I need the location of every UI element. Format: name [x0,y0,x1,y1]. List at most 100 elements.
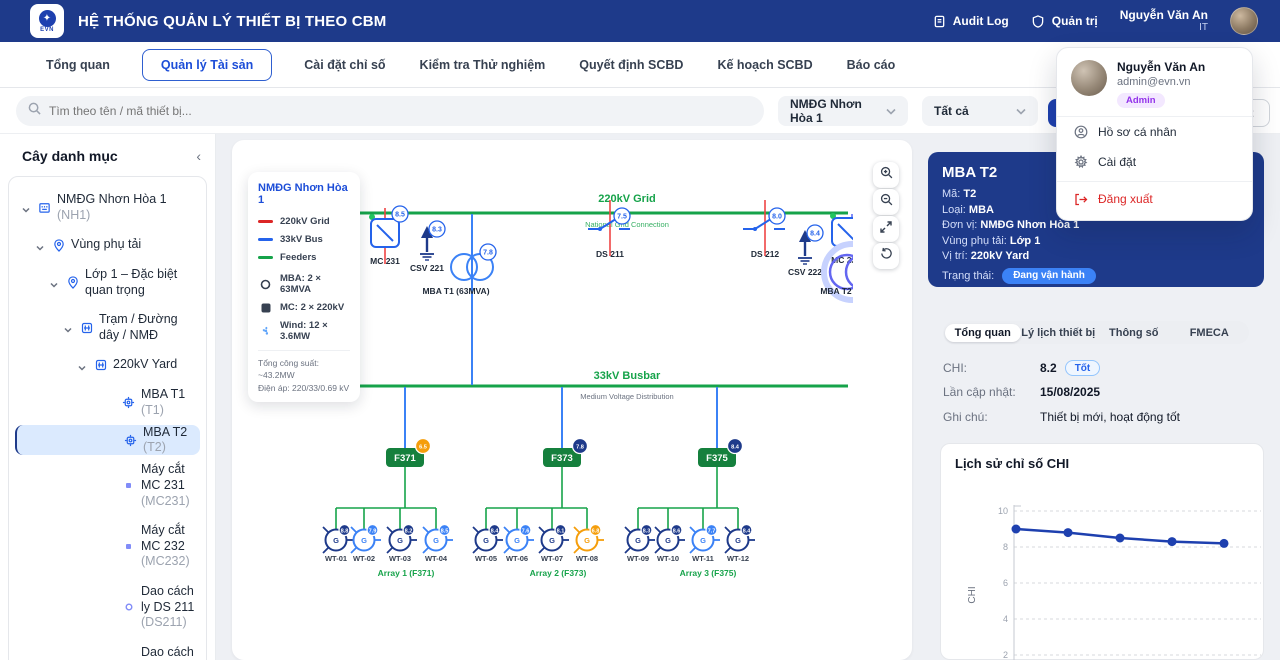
nav-tab[interactable]: Cài đặt chỉ số [304,57,386,72]
zoom-in-button[interactable] [873,162,899,188]
node-mba-t2[interactable]: MBA T2 [820,241,880,303]
zoom-in-icon [880,166,893,184]
tree-item[interactable]: Máy cắt MC 232 (MC232) [15,516,200,577]
detail-tab[interactable]: Thông số [1109,326,1159,339]
dot-icon [121,482,136,489]
chevron-down-icon[interactable] [49,277,60,288]
tree-item[interactable]: NMĐG Nhơn Hòa 1 (NH1) [15,185,200,230]
collapse-sidebar-button[interactable]: ‹ [196,148,201,164]
node-wt-01[interactable]: G8.8WT-01 [322,523,353,564]
node-ds-212[interactable]: 8.0DS 212 [743,200,786,259]
zoom-out-button[interactable] [873,189,899,215]
nav-tab[interactable]: Báo cáo [846,57,896,72]
chevron-down-icon[interactable] [77,360,88,371]
status-badge: Đang vận hành [1002,267,1096,284]
wind-icon [258,325,273,337]
nav-tab[interactable]: Quản lý Tài sản [141,48,273,81]
app-header: ✦ EVN HỆ THỐNG QUẢN LÝ THIẾT BỊ THEO CBM… [0,0,1280,42]
menu-user-name: Nguyễn Văn An [1117,60,1206,74]
svg-text:8: 8 [1003,542,1008,552]
svg-text:7.8: 7.8 [576,444,584,450]
tree-item[interactable]: Trạm / Đường dây / NMĐ [15,305,200,350]
svg-text:G: G [700,536,706,545]
menu-item[interactable]: Hồ sơ cá nhân [1057,117,1252,147]
svg-text:7.7: 7.7 [708,528,716,534]
fullscreen-button[interactable] [873,216,899,242]
fullscreen-icon [880,220,892,238]
reset-button[interactable] [873,243,899,269]
node-wt-08[interactable]: G6.8WT-08 [573,523,604,564]
node-wt-10[interactable]: G8.6WT-10 [654,523,685,564]
tree-item[interactable]: Lớp 1 – Đặc biệt quan trọng [15,260,200,305]
svg-text:MBA T2: MBA T2 [820,286,852,296]
svg-text:G: G [635,536,641,545]
legend-label: Feeders [280,252,317,263]
equipment-title: MBA T2 [942,164,998,181]
plant-icon [37,201,52,214]
legend-entry: MC: 2 × 220kV [258,302,350,313]
tree-item[interactable]: MBA T2 (T2) [15,425,200,456]
nav-tab[interactable]: Kế hoạch SCBD [717,57,813,72]
legend-swatch [258,219,273,224]
tree-item[interactable]: Vùng phụ tải [15,230,200,260]
node-mc-232[interactable]: MC 232 [830,213,861,265]
nav-tab[interactable]: Quyết định SCBD [579,57,684,72]
busbar-sublabel: Medium Voltage Distribution [580,392,673,401]
tree-item[interactable]: Dao cách ly DS 211 (DS211) [15,577,200,638]
node-wt-12[interactable]: G8.4WT-12 [724,523,755,564]
detail-tab[interactable]: Tổng quan [945,323,1021,342]
detail-info-row: CHI: 8.2 Tốt [943,360,1263,376]
node-wt-04[interactable]: G8.5WT-04 [422,523,453,564]
node-wt-09[interactable]: G8.3WT-09 [624,523,655,564]
legend-swatch [258,255,273,260]
tree-item[interactable]: MBA T1 (T1) [15,380,200,425]
tree-item[interactable]: 220kV Yard [15,350,200,380]
svg-text:WT-03: WT-03 [389,554,411,563]
nav-tab[interactable]: Tổng quan [46,57,110,72]
node-wt-03[interactable]: G8.2WT-03 [386,523,417,564]
plant-filter-select[interactable]: NMĐG Nhơn Hòa 1 [778,95,908,126]
node-ds-211[interactable]: 7.5DS 211 [588,200,631,259]
type-filter-select[interactable]: Tất cả [922,95,1038,126]
menu-item[interactable]: Cài đặt [1057,147,1252,177]
svg-text:2: 2 [1003,650,1008,660]
avatar[interactable] [1230,7,1258,35]
node-wt-02[interactable]: G7.9WT-02 [350,523,381,564]
search-input[interactable] [49,103,752,118]
node-wt-11[interactable]: G7.7WT-11 [689,523,720,564]
audit-log-label: Audit Log [952,14,1009,28]
audit-log-button[interactable]: Audit Log [932,14,1009,28]
detail-tab[interactable]: Lý lịch thiết bị [1021,326,1096,339]
tree-item-label: Máy cắt MC 231 (MC231) [141,462,190,508]
svg-text:G: G [584,536,590,545]
ring-icon [121,603,136,611]
node-wt-07[interactable]: G8.1WT-07 [538,523,569,564]
pin-icon [51,238,66,252]
chevron-down-icon[interactable] [35,240,46,251]
tree-item-label: Vùng phụ tải [71,237,142,252]
node-mc-231[interactable]: 8.5MC 231 [369,205,409,266]
node-wt-06[interactable]: G7.6WT-06 [503,523,534,564]
admin-button[interactable]: Quản trị [1031,14,1098,28]
chevron-down-icon[interactable] [63,322,74,333]
menu-item[interactable]: Đăng xuất [1057,181,1252,214]
svg-text:7.8: 7.8 [483,249,493,256]
legend-entry: 220kV Grid [258,216,350,227]
chevron-down-icon[interactable] [21,202,32,213]
svg-text:WT-10: WT-10 [657,554,679,563]
legend-title: NMĐG Nhơn Hòa 1 [258,182,348,206]
node-wt-05[interactable]: G8.4WT-05 [472,523,503,564]
nav-tab[interactable]: Kiểm tra Thử nghiệm [419,57,546,72]
tree-item[interactable]: Máy cắt MC 231 (MC231) [15,455,200,516]
detail-tab[interactable]: FMECA [1189,326,1229,339]
legend-label: MC: 2 × 220kV [280,302,345,313]
